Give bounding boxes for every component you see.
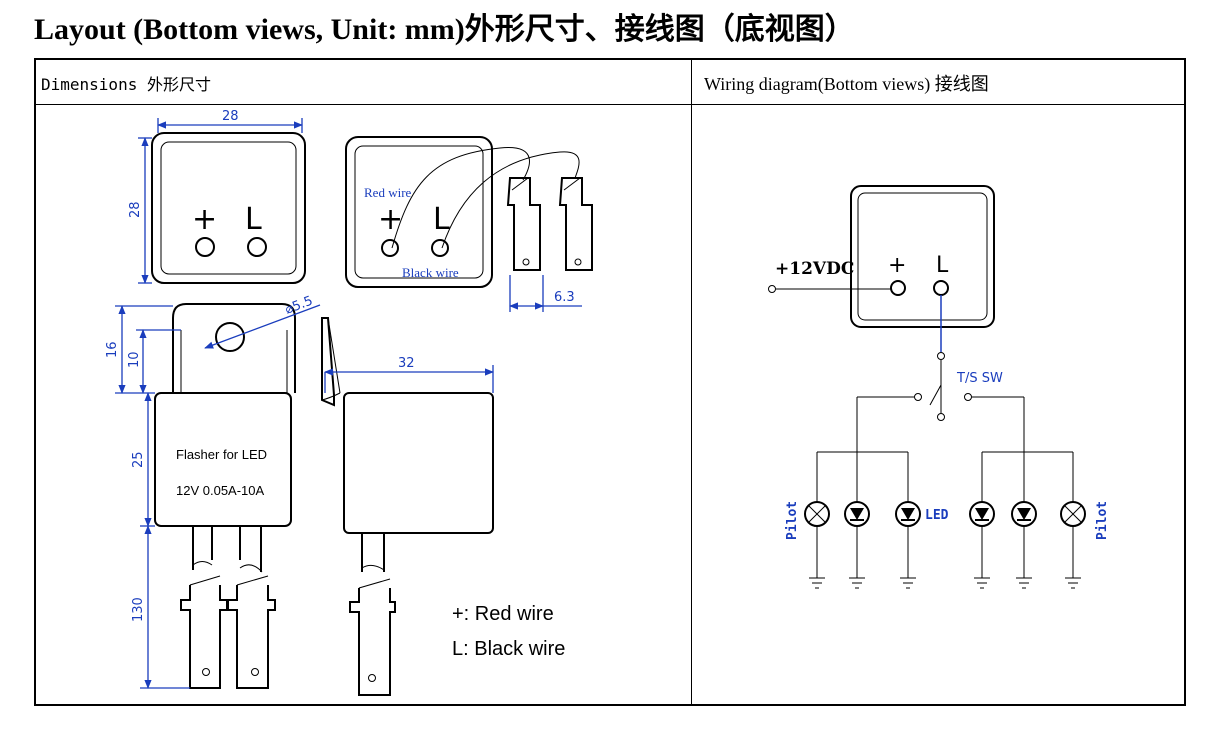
l-symbol: L [245, 202, 262, 237]
body-text-line2: 12V 0.05A-10A [176, 483, 265, 498]
led-triangle [1017, 508, 1031, 520]
dim-28-side: 28 [128, 201, 143, 218]
layout-table: Dimensions 外形尺寸 Wiring diagram(Bottom vi… [34, 58, 1186, 706]
supply-label: +12VDC [775, 259, 854, 279]
wiring-branches [804, 452, 1086, 589]
side-view: 32 [321, 317, 494, 696]
lamp-cross [808, 505, 826, 523]
wiring-switch: T/S SW [817, 295, 1073, 453]
legend-red-wire: +: Red wire [452, 603, 554, 625]
red-wire-label: Red wire [364, 185, 412, 200]
dimensions-header: Dimensions 外形尺寸 [41, 75, 211, 94]
plus-symbol-wired: + [378, 202, 403, 237]
legend-black-wire: L: Black wire [452, 638, 565, 660]
dim-6-3: 6.3 [554, 290, 575, 305]
front-body: ⌀5.5 Flasher for LED 12V 0.05A-10A [154, 294, 321, 689]
dim-32: 32 [398, 356, 415, 371]
led-label: LED [925, 508, 949, 523]
front-view-square: + L [151, 132, 306, 284]
dim-130: 130 [131, 597, 146, 622]
width-dimension-28: 28 [157, 109, 303, 133]
dim-25: 25 [131, 451, 146, 468]
wiring-supply: +12VDC [768, 259, 891, 293]
wiring-plus-symbol: + [888, 253, 906, 278]
height-dimension-28: 28 [128, 137, 152, 284]
led-triangle [901, 508, 915, 520]
wiring-l-symbol: L [936, 253, 949, 278]
pilot-label-right: Pilot [1095, 501, 1110, 540]
wire-legend: +: Red wire L: Black wire [452, 603, 565, 660]
table-header-row [36, 60, 1184, 105]
wiring-flasher-box: + L [850, 185, 995, 328]
lamp-cross [1064, 505, 1082, 523]
wired-view-square: Red wire + L Black wire [345, 136, 580, 288]
plus-symbol: + [192, 202, 217, 237]
led-triangle [975, 508, 989, 520]
vertical-dimensions: 16 10 25 130 [105, 305, 190, 689]
dim-hole-dia: ⌀5.5 [283, 294, 315, 318]
dim-10: 10 [127, 351, 142, 368]
black-wire-label: Black wire [402, 265, 459, 280]
switch-label: T/S SW [956, 371, 1003, 386]
dim-16: 16 [105, 341, 120, 358]
l-symbol-wired: L [433, 202, 450, 237]
body-text-line1: Flasher for LED [176, 447, 267, 462]
page-title: Layout (Bottom views, Unit: mm)外形尺寸、接线图（… [34, 13, 855, 46]
pilot-label-left: Pilot [785, 501, 800, 540]
terminals-pair: 6.3 [506, 177, 593, 312]
led-triangle [850, 508, 864, 520]
dim-28-top: 28 [222, 109, 239, 124]
wiring-header: Wiring diagram(Bottom views) 接线图 [704, 74, 989, 94]
column-divider [691, 60, 692, 704]
